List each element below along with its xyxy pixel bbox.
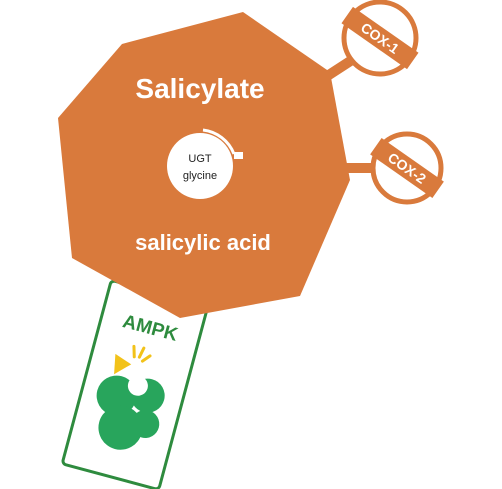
ampk-protein-icon xyxy=(96,375,165,450)
inner-label-ugt: UGT xyxy=(188,153,212,165)
molecule-subtitle: salicylic acid xyxy=(135,230,271,255)
molecule-title: Salicylate xyxy=(135,73,264,104)
rotation-arrow-icon xyxy=(202,128,236,155)
inner-label-glycine: glycine xyxy=(183,170,217,182)
cox1-target: COX-1 xyxy=(341,0,419,77)
inner-enzyme-circle xyxy=(167,133,233,199)
rotation-arrow-head-icon xyxy=(234,152,243,159)
ampk-card: AMPK xyxy=(61,279,209,489)
cox2-target: COX-2 xyxy=(370,131,444,205)
activation-arrow-icon xyxy=(114,344,152,375)
